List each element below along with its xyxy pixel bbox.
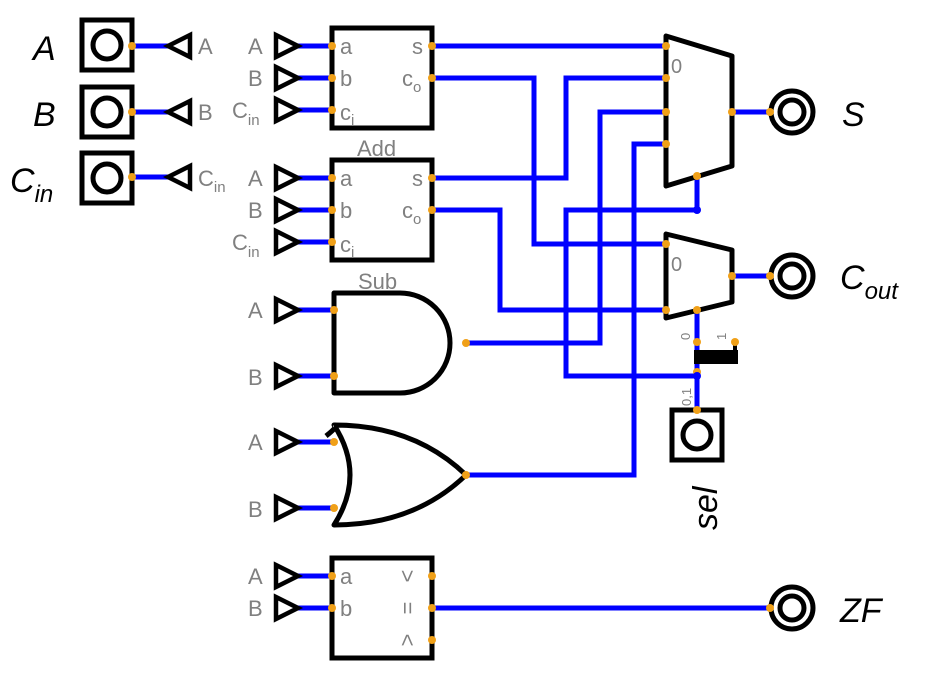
output-pin-cout: Cout (766, 252, 899, 305)
input-b-label: B (33, 96, 56, 134)
svg-text:A: A (248, 298, 263, 323)
adder-port-a: a (340, 34, 353, 59)
sub-port-ci: ci (340, 232, 354, 261)
sub-port-co: co (402, 198, 421, 228)
splitter: 0 1 0,1 (678, 333, 739, 406)
splitter-bit0: 0 (678, 333, 693, 340)
adder-port-s: s (412, 34, 423, 59)
svg-text:B: B (248, 497, 263, 522)
and-tunnel-a: A (248, 295, 304, 325)
sub-body (329, 157, 435, 263)
svg-text:A: A (248, 166, 263, 191)
sub-port-b: b (340, 198, 352, 223)
cmp-tunnel-a: A (248, 561, 304, 591)
mux-s-zero: 0 (671, 56, 682, 78)
cmp-port-gt: > (395, 570, 420, 583)
svg-text:B: B (248, 365, 263, 390)
input-pin-b[interactable]: B (33, 84, 136, 140)
svg-text:A: A (248, 430, 263, 455)
splitter-bit1: 1 (714, 333, 729, 340)
cmp-port-a: a (340, 564, 353, 589)
cmp-body (329, 555, 435, 661)
sub-name: Sub (358, 269, 397, 294)
output-pin-s: S (766, 88, 865, 136)
wire-sub-co (432, 207, 666, 313)
mux-cout[interactable]: 0 (662, 231, 736, 321)
svg-text:B: B (248, 596, 263, 621)
tunnel-out-b-label: B (198, 100, 213, 125)
subtractor[interactable]: A B Cin a b ci s co Sub (232, 157, 436, 294)
input-pin-cin[interactable]: Cin (10, 150, 136, 208)
mux-cout-body (663, 231, 735, 321)
tunnel-out-cin-label: Cin (198, 166, 226, 196)
mux-s[interactable]: 0 (662, 33, 736, 189)
cmp-port-b: b (340, 596, 352, 621)
input-pin-a[interactable]: A (31, 17, 136, 73)
sub-port-a: a (340, 166, 353, 191)
input-cin-label: Cin (10, 162, 53, 208)
wire-junctions (693, 206, 701, 380)
tunnel-out-a: A (162, 31, 213, 61)
sel-input-pin[interactable]: sel (669, 406, 725, 530)
cmp-port-eq: = (395, 602, 420, 615)
svg-text:B: B (248, 198, 263, 223)
svg-text:B: B (248, 66, 263, 91)
svg-text:A: A (248, 34, 263, 59)
sub-tunnel-a: A (248, 163, 304, 193)
adder-port-ci: ci (340, 100, 354, 129)
adder-port-co: co (402, 66, 421, 96)
and-gate[interactable]: A B (248, 290, 470, 396)
adder-name: Add (357, 136, 396, 161)
cmp-tunnel-b: B (248, 593, 304, 623)
adder-tunnel-a: A (248, 31, 304, 61)
mux-cout-zero: 0 (671, 254, 682, 276)
sel-label: sel (687, 485, 725, 530)
splitter-bar (694, 350, 738, 364)
output-cout-label: Cout (840, 259, 899, 305)
adder-tunnel-cin: Cin (232, 95, 304, 129)
output-zf-label: ZF (839, 592, 884, 630)
input-a-label: A (31, 30, 56, 68)
mux-s-body (663, 33, 735, 189)
tunnel-out-a-label: A (198, 34, 213, 59)
or-body (331, 422, 469, 528)
wire-add-co (432, 75, 666, 247)
sub-tunnel-b: B (248, 195, 304, 225)
wire-and-out (466, 109, 666, 346)
comparator[interactable]: A B a b > = < (248, 555, 436, 661)
adder-port-b: b (340, 66, 352, 91)
output-s-label: S (842, 96, 865, 134)
and-tunnel-b: B (248, 361, 304, 391)
svg-text:Cin: Cin (232, 98, 260, 129)
sub-tunnel-cin: Cin (232, 227, 304, 261)
cmp-port-lt: < (395, 634, 420, 647)
tunnel-out-b: B (162, 97, 213, 127)
wire-sub-s (432, 75, 666, 181)
or-tunnel-b: B (248, 493, 304, 523)
or-tunnel-a: A (248, 427, 304, 457)
output-pin-zf: ZF (766, 584, 884, 632)
svg-text:Cin: Cin (232, 230, 260, 261)
svg-text:A: A (248, 564, 263, 589)
and-body (331, 290, 453, 396)
splitter-combined: 0,1 (679, 388, 694, 406)
sub-port-s: s (412, 166, 423, 191)
wire-or-out (466, 141, 666, 478)
adder[interactable]: A B Cin a b ci s co Add (232, 25, 436, 161)
or-gate[interactable]: A B (248, 422, 470, 528)
tunnel-out-cin: Cin (162, 162, 226, 196)
adder-tunnel-b: B (248, 63, 304, 93)
